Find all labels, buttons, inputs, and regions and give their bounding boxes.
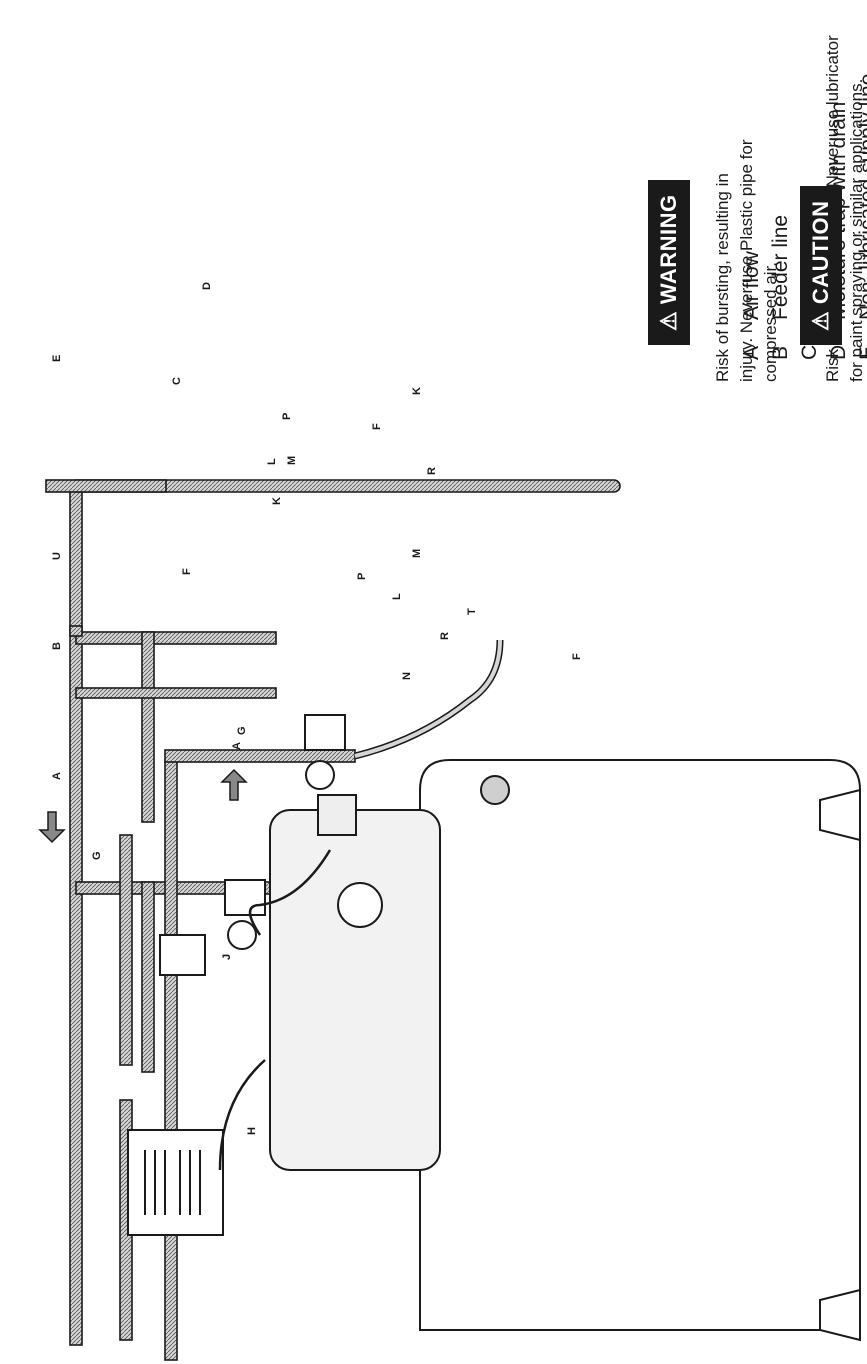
callout-n: N — [401, 672, 413, 680]
warning-badge: ⚠ WARNING — [648, 180, 690, 345]
callout-h: H — [246, 1127, 258, 1135]
warning-text-2: injury. Never use Plastic pipe for — [737, 139, 756, 382]
air-dryer — [127, 1129, 224, 1236]
callout-m1: M — [286, 456, 298, 465]
callout-p2: P — [356, 573, 368, 580]
callout-a1: A — [51, 772, 63, 780]
callout-f2: F — [371, 423, 383, 430]
filter-l1 — [304, 714, 346, 751]
callout-a2: A — [231, 742, 243, 750]
regulator-m2 — [227, 920, 257, 950]
callout-f1: F — [181, 568, 193, 575]
callout-d: D — [201, 282, 213, 290]
callout-k2: K — [271, 497, 283, 505]
air-hose-r1 — [248, 849, 332, 936]
caution-text-1: Risk of property damage. Never use lubri… — [823, 35, 842, 382]
callout-m2: M — [411, 549, 423, 558]
regulator-m1 — [305, 760, 335, 790]
compressor — [269, 759, 861, 1342]
callout-f3: F — [571, 653, 583, 660]
callout-g1: G — [236, 726, 248, 735]
feeder-line — [69, 484, 83, 1346]
callout-g2: G — [91, 851, 103, 860]
compressor-top-pipe — [164, 749, 356, 763]
callout-p1: P — [281, 413, 293, 420]
air-hose-r2 — [218, 1059, 266, 1171]
flexible-air-line — [354, 639, 504, 760]
lubricated-supply-pipe — [75, 631, 277, 645]
callout-t: T — [466, 608, 478, 615]
warning-text-3: compressed air. — [761, 262, 780, 382]
compressor-pipe — [164, 759, 178, 1361]
airflow-arrow-a2 — [220, 768, 248, 801]
callout-b: B — [51, 642, 63, 650]
callout-k1: K — [411, 387, 423, 395]
filter-l2 — [224, 879, 266, 916]
callout-e: E — [51, 355, 63, 362]
drain-leg — [45, 479, 167, 493]
bypass-upper — [119, 834, 133, 1066]
callout-j: J — [221, 954, 233, 960]
caution-text-2: for paint spraying or similar applicatio… — [847, 78, 866, 382]
e-branch-down — [141, 881, 155, 1073]
warning-text-1: Risk of bursting, resulting in — [713, 173, 732, 382]
callout-c: C — [171, 377, 183, 385]
callout-r2: R — [439, 632, 451, 640]
airflow-arrow-a1 — [38, 811, 66, 844]
line-filter — [159, 934, 206, 976]
u-drop-pipe — [69, 625, 83, 637]
callout-l1: L — [266, 458, 278, 465]
u-branch-down — [141, 631, 155, 823]
callout-r1: R — [426, 467, 438, 475]
callout-l2: L — [391, 593, 403, 600]
k-drop-u — [75, 687, 277, 699]
lubricator-n — [317, 794, 357, 836]
callout-u: U — [51, 552, 63, 560]
